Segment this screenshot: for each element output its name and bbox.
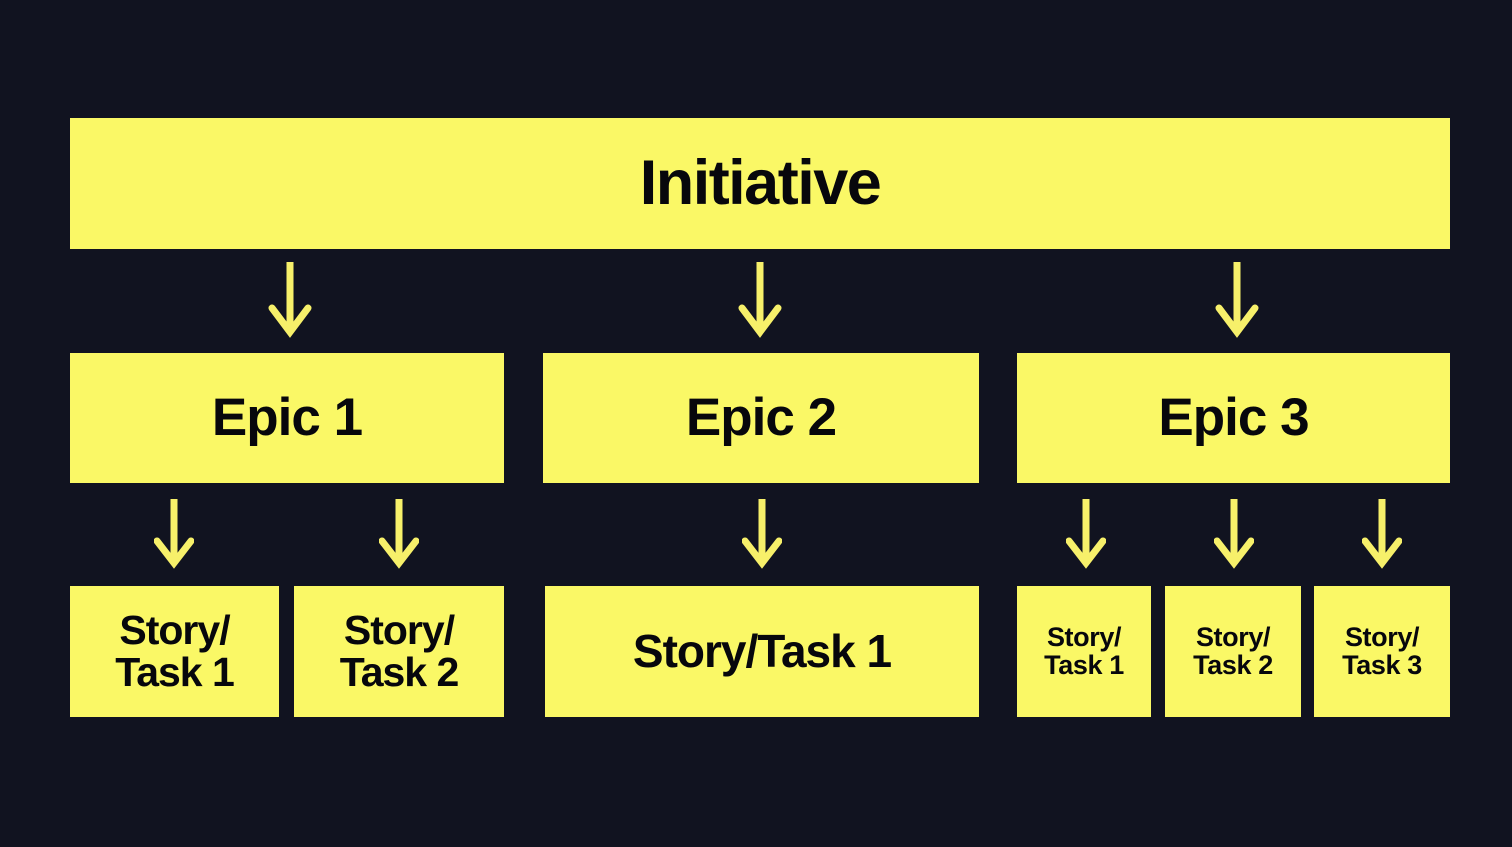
arrow-initiative-to-epic-3	[1215, 260, 1259, 338]
story-line-2: Task 1	[115, 648, 235, 695]
arrow-epic-3-to-story-2	[1214, 497, 1254, 569]
node-story-epic1-1-label: Story/ Task 1	[115, 606, 235, 695]
node-story-epic3-1[interactable]: Story/ Task 1	[1017, 586, 1151, 717]
story-line-2: Task 2	[1193, 649, 1273, 680]
node-epic-3-label: Epic 3	[1158, 387, 1309, 447]
node-epic-2-label: Epic 2	[685, 387, 837, 447]
arrow-epic-3-to-story-3	[1362, 497, 1402, 569]
story-line-1: Story/	[1344, 621, 1420, 652]
story-line-2: Task 1	[1044, 649, 1124, 680]
arrow-initiative-to-epic-1	[268, 260, 312, 338]
node-story-epic3-3[interactable]: Story/ Task 3	[1314, 586, 1450, 717]
arrow-epic-2-to-story-1	[742, 497, 782, 569]
node-initiative-label: Initiative	[639, 148, 882, 219]
story-line-1: Story/	[1046, 621, 1122, 652]
node-story-epic3-2[interactable]: Story/ Task 2	[1165, 586, 1301, 717]
story-line-1: Story/	[343, 606, 455, 653]
story-line-1: Story/	[119, 606, 230, 653]
node-story-epic3-3-label: Story/ Task 3	[1342, 621, 1422, 680]
arrow-initiative-to-epic-2	[738, 260, 782, 338]
node-story-epic1-2[interactable]: Story/ Task 2	[294, 586, 504, 717]
node-story-epic3-2-label: Story/ Task 2	[1193, 621, 1273, 680]
node-story-epic2-1-label: Story/Task 1	[632, 625, 892, 678]
node-epic-3[interactable]: Epic 3	[1017, 353, 1450, 483]
story-line-1: Story/Task 1	[632, 625, 892, 678]
node-story-epic3-1-label: Story/ Task 1	[1044, 621, 1124, 680]
node-story-epic2-1[interactable]: Story/Task 1	[545, 586, 979, 717]
story-line-2: Task 2	[339, 648, 460, 695]
arrow-epic-3-to-story-1	[1066, 497, 1106, 569]
node-initiative[interactable]: Initiative	[70, 118, 1450, 249]
node-epic-1-label: Epic 1	[211, 387, 363, 447]
arrow-epic-1-to-story-1	[154, 497, 194, 569]
node-epic-2[interactable]: Epic 2	[543, 353, 979, 483]
story-line-1: Story/	[1195, 621, 1271, 652]
node-story-epic1-1[interactable]: Story/ Task 1	[70, 586, 279, 717]
arrow-epic-1-to-story-2	[379, 497, 419, 569]
node-epic-1[interactable]: Epic 1	[70, 353, 504, 483]
node-story-epic1-2-label: Story/ Task 2	[339, 606, 460, 695]
story-line-2: Task 3	[1342, 649, 1422, 680]
